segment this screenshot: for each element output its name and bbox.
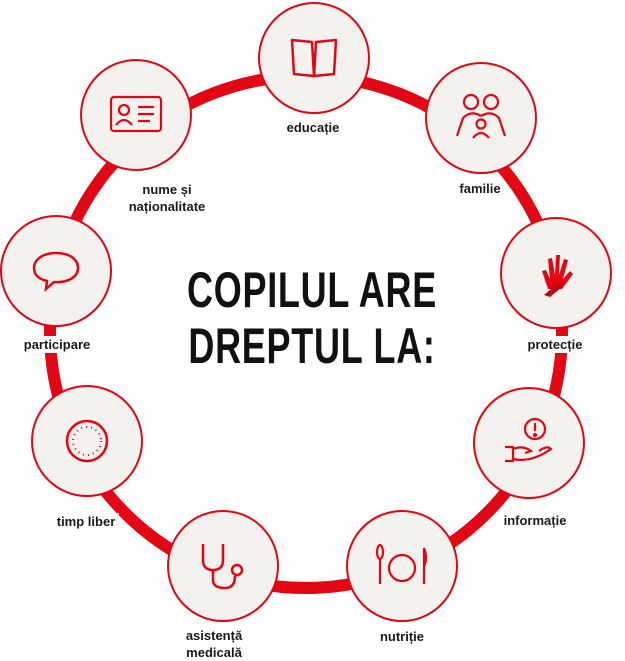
node-timp-liber [31, 385, 143, 497]
info-hand-icon [505, 417, 553, 463]
label-participare: participare [20, 336, 94, 353]
node-familie [425, 62, 537, 174]
label-educatie: educație [283, 119, 343, 136]
node-informatie [473, 387, 585, 499]
speech-bubble-icon [32, 251, 80, 293]
label-line-1: nume și [142, 182, 192, 197]
label-asistenta-medicala: asistență medicală [182, 627, 246, 661]
ball-icon [65, 419, 109, 463]
label-line-2: medicală [186, 645, 242, 660]
node-nume-nationalitate [80, 59, 192, 171]
book-icon [290, 38, 338, 78]
title-line-1: COPILUL ARE [187, 262, 437, 318]
node-asistenta-medicala [167, 510, 279, 622]
label-timp-liber: timp liber [53, 513, 119, 530]
label-line-2: naționalitate [128, 199, 206, 214]
label-line-1: asistență [185, 628, 243, 643]
node-educatie [258, 2, 370, 114]
hands-icon [542, 255, 573, 297]
label-informatie: informație [500, 512, 570, 529]
plate-cutlery-icon [375, 543, 428, 584]
label-nutritie: nutriție [376, 628, 428, 645]
title: COPILUL ARE DREPTUL LA: [187, 262, 437, 374]
title-line-2: DREPTUL LA: [188, 318, 436, 374]
node-nutritie [346, 510, 458, 622]
node-protectie [500, 217, 612, 329]
label-familie: familie [456, 180, 504, 197]
label-protectie: protecție [524, 336, 586, 353]
label-nume-nationalitate: nume și naționalitate [125, 181, 209, 215]
id-card-icon [109, 95, 163, 133]
node-participare [0, 215, 112, 327]
family-icon [455, 93, 507, 139]
stethoscope-icon [201, 544, 244, 590]
